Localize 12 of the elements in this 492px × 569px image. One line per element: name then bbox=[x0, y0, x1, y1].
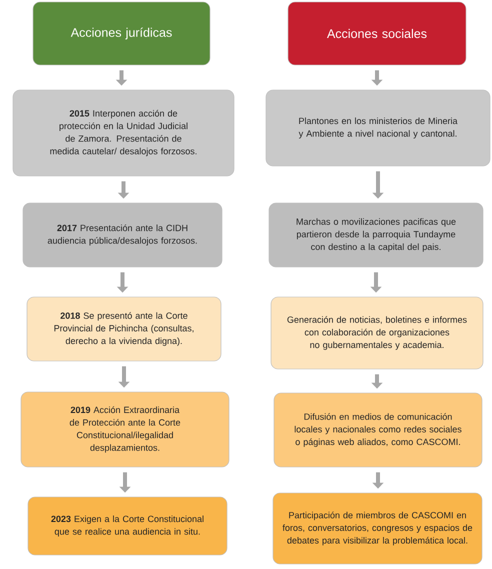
step-box: Participación de miembros de CASCOMI en foros, conversatorios, congresos y espacios de debates para visibilizar la problemática local. bbox=[272, 492, 482, 564]
step-box: 2015 Interponen acción de protección en la Unidad Judicial de Zamora. Presentación de medida cautelar/ desalojos forzosos. bbox=[12, 90, 234, 176]
step-box: Marchas o movilizaciones pacificas que partieron desde la parroquia Tundayme con destino a la capital del pais. bbox=[268, 202, 484, 268]
step-box: 2017 Presentación ante la CIDH audiencia pública/desalojos forzosos. bbox=[22, 202, 222, 268]
step-box: 2019 Acción Extraordinaria de Protección ante la Corte Constitucional/ilegalidad desplazamientos. bbox=[20, 392, 230, 468]
heading-box: Acciones jurídicas bbox=[32, 2, 210, 66]
step-box: Plantones en los ministerios de Mineria y Ambiente a nivel nacional y cantonal. bbox=[266, 90, 490, 166]
step-box: Generación de noticias, boletines e informes con colaboración de organizaciones no gubernamentales y academia. bbox=[270, 296, 484, 370]
step-box: 2023 Exigen a la Corte Constitucional que se realice una audiencia in situ. bbox=[28, 496, 228, 556]
step-box: 2018 Se presentó ante la Corte Provincial de Pichincha (consultas, derecho a la vivienda digna). bbox=[26, 296, 222, 362]
step-box: Difusión en medios de comunicación locales y nacionales como redes sociales o páginas web aliados, como CASCOMI. bbox=[274, 392, 482, 468]
heading-box: Acciones sociales bbox=[288, 2, 466, 66]
